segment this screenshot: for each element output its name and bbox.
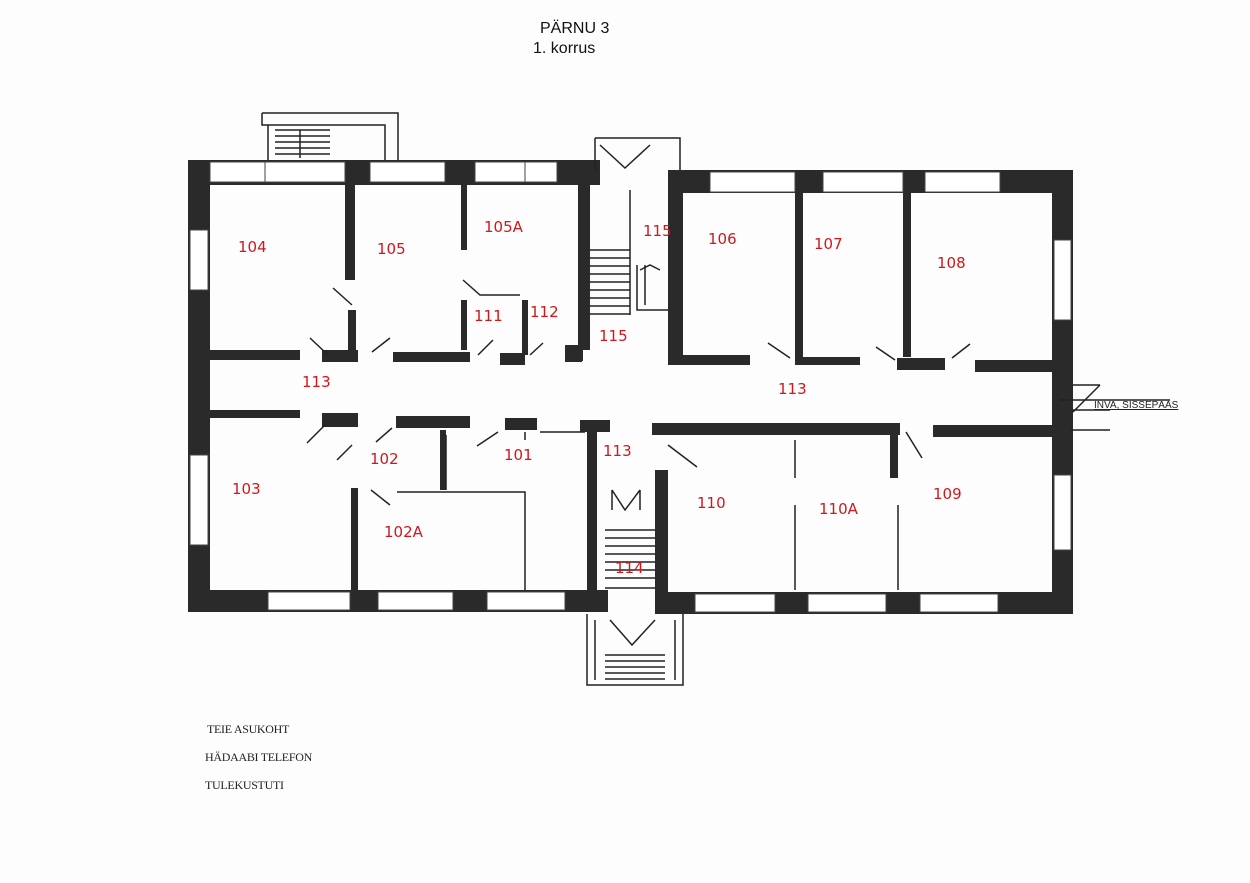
room-105a: 105A bbox=[484, 218, 523, 236]
room-113-right: 113 bbox=[778, 380, 807, 398]
room-107: 107 bbox=[814, 235, 843, 253]
room-115-lower: 115 bbox=[599, 327, 628, 345]
room-113-center: 113 bbox=[603, 442, 632, 460]
room-112: 112 bbox=[530, 303, 559, 321]
room-108: 108 bbox=[937, 254, 966, 272]
windows bbox=[189, 161, 1072, 613]
room-110a: 110A bbox=[819, 500, 858, 518]
room-104: 104 bbox=[238, 238, 267, 256]
room-106: 106 bbox=[708, 230, 737, 248]
room-109: 109 bbox=[933, 485, 962, 503]
room-115-upper: 115 bbox=[643, 222, 672, 240]
accessible-entrance-label: INVA, SISSEPÄÄS bbox=[1094, 400, 1179, 411]
room-111: 111 bbox=[474, 307, 503, 325]
room-103: 103 bbox=[232, 480, 261, 498]
room-110: 110 bbox=[697, 494, 726, 512]
room-114: 114 bbox=[615, 559, 644, 577]
room-101: 101 bbox=[504, 446, 533, 464]
room-102: 102 bbox=[370, 450, 399, 468]
stairs-and-details bbox=[261, 112, 1170, 686]
room-102a: 102A bbox=[384, 523, 423, 541]
plan-subtitle: 1. korrus bbox=[533, 40, 596, 57]
legend-emergency-phone: HÄDAABI TELEFON bbox=[205, 750, 312, 764]
room-105: 105 bbox=[377, 240, 406, 258]
legend-fire-extinguisher: TULEKUSTUTI bbox=[205, 778, 284, 792]
room-113-left: 113 bbox=[302, 373, 331, 391]
plan-title: PÄRNU 3 bbox=[540, 20, 610, 37]
legend-your-location: TEIE ASUKOHT bbox=[207, 722, 290, 736]
